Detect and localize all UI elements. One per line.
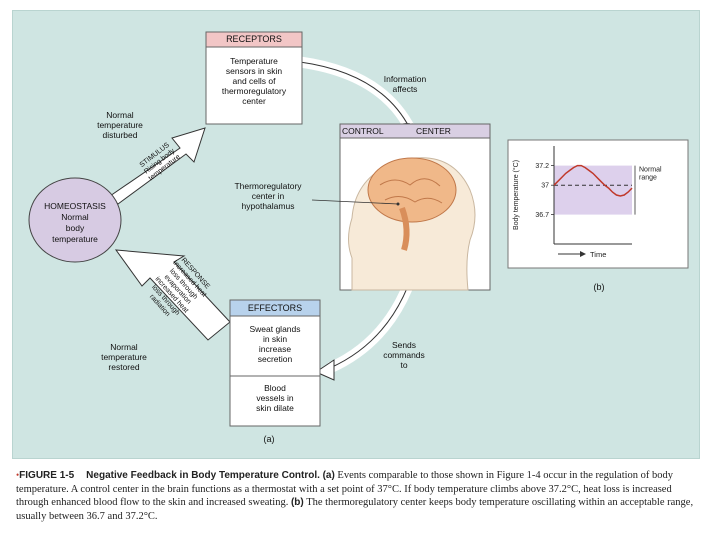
normal-range-label-line1: Normal xyxy=(639,167,662,174)
effectors-sweat-glands: Sweat glands in skin increase secretion xyxy=(249,324,301,364)
hypothalamus-pointer xyxy=(311,199,399,205)
caption-figure-number: FIGURE 1-5 xyxy=(19,470,75,481)
time-arrow-head xyxy=(580,251,586,257)
homeostasis-ellipse xyxy=(28,177,122,263)
caption-part-b: (b) xyxy=(290,497,304,508)
thermoregulatory-center-label: Thermoregulatory center in hypothalamus xyxy=(234,181,302,211)
caption-title: Negative Feedback in Body Temperature Co… xyxy=(86,470,320,481)
normal-temperature-restored-label: Normal temperature restored xyxy=(101,342,147,372)
receptors-description: Temperature sensors in skin and cells of… xyxy=(221,56,287,106)
brain-illustration xyxy=(367,157,457,223)
caption-text-b: The thermoregulatory center keeps body t… xyxy=(16,497,694,522)
y-tick-label: 37.2 xyxy=(535,163,549,170)
information-affects-label: Information affects xyxy=(383,74,427,94)
chart-y-axis-label: Body temperature (°C) xyxy=(512,160,520,230)
sends-commands-label: Sends commands to xyxy=(383,340,425,370)
caption-bullet: • xyxy=(16,470,20,480)
stimulus-arrow xyxy=(109,127,206,205)
normal-temperature-disturbed-label: Normal temperature disturbed xyxy=(97,110,143,140)
temperature-chart: 37.2 37 36.7 Body temperature (°C) Time No… xyxy=(512,146,662,259)
response-arrow xyxy=(114,249,231,341)
effectors-title: EFFECTORS xyxy=(247,303,303,313)
part-b-label: (b) xyxy=(593,282,605,292)
temperature-series-line xyxy=(553,164,633,197)
normal-range-label-line2: range xyxy=(639,175,657,182)
caption-part-a: (a) xyxy=(322,470,335,481)
receptors-title: RECEPTORS xyxy=(226,34,282,44)
effectors-box xyxy=(229,299,321,427)
homeostasis-label: HOMEOSTASIS Normal body temperature xyxy=(44,201,106,244)
arc-head-effectors xyxy=(314,359,335,381)
control-center-title-left: CONTROL xyxy=(342,126,384,136)
y-tick-label: 37 xyxy=(541,183,549,190)
part-a-label: (a) xyxy=(263,434,275,444)
effectors-blood-vessels: Blood vessels in skin dilate xyxy=(256,383,294,413)
caption-text-a: Events comparable to those shown in Figu… xyxy=(16,470,674,508)
y-tick-label: 36.7 xyxy=(535,212,549,219)
chart-x-axis-label: Time xyxy=(590,250,606,259)
control-center-title-right: CENTER xyxy=(416,126,451,136)
figure-caption: •FIGURE 1-5 Negative Feedback in Body Tem… xyxy=(16,469,706,523)
